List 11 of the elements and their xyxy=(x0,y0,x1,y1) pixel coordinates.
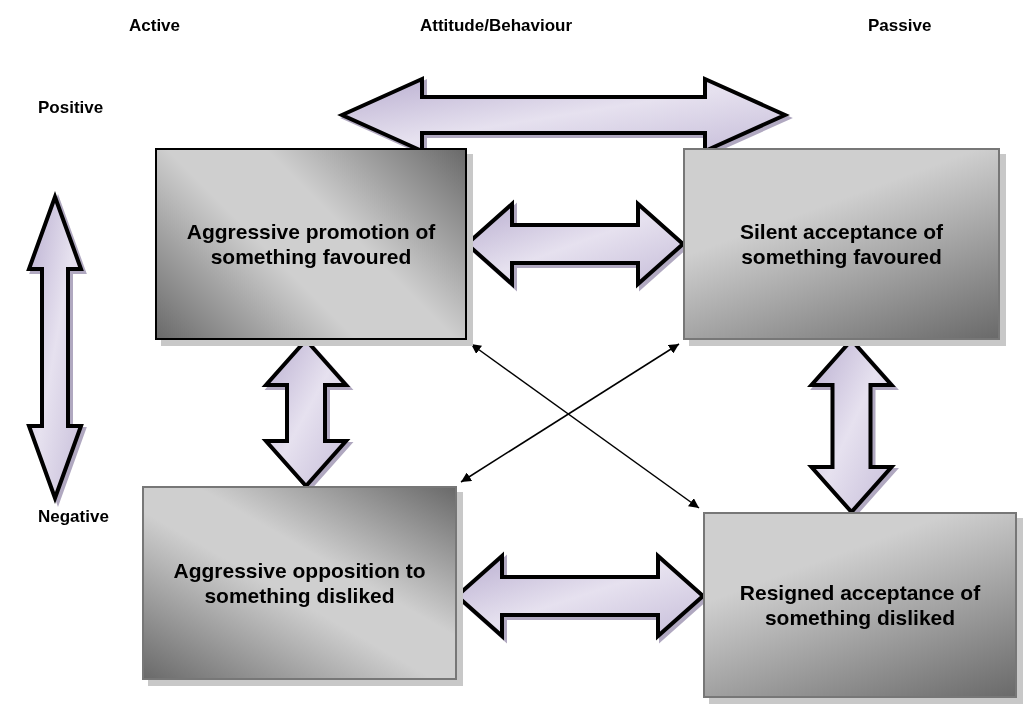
arrow xyxy=(470,343,700,509)
axis-label: Positive xyxy=(38,98,104,118)
arrow xyxy=(460,343,680,483)
box-text: Silent acceptance of something favoured xyxy=(738,218,945,270)
axis-label: Passive xyxy=(868,16,932,36)
axis-label: Active xyxy=(129,16,181,36)
box-text: Aggressive promotion of something favoured xyxy=(185,218,437,270)
axis-label: Attitude/Behaviour xyxy=(420,16,573,36)
axis-label: Negative xyxy=(38,507,109,527)
box-text: Resigned acceptance of something disliked xyxy=(738,579,982,631)
box-text: Aggressive opposition to something disliked xyxy=(172,557,427,609)
